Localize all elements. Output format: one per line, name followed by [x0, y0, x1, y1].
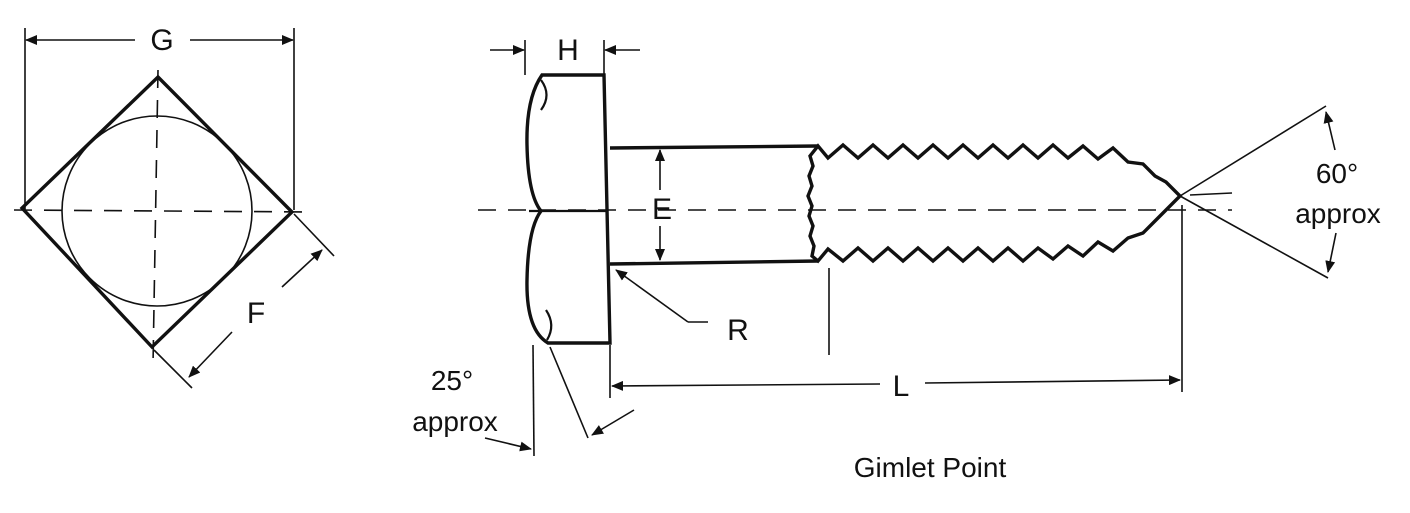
- angle-25-arrow-right: [591, 409, 635, 436]
- f-label: F: [247, 297, 265, 330]
- drawing-caption: Gimlet Point: [854, 452, 1007, 483]
- e-label: E: [652, 193, 672, 226]
- screw-head: [525, 73, 612, 345]
- l-arrow-left: [611, 380, 881, 391]
- end-view-horizontal-centerline: [13, 209, 313, 213]
- angle-25-arrow-left: [484, 437, 532, 452]
- square-head-outline: [19, 74, 295, 350]
- f-dimension-lower-arrow: [188, 331, 233, 378]
- shank-bottom-edge: [609, 259, 819, 266]
- l-label: L: [893, 370, 910, 403]
- f-extension-top: [293, 213, 335, 257]
- shank-top-edge: [609, 144, 819, 150]
- g-label: G: [150, 24, 173, 57]
- h-label: H: [557, 34, 579, 67]
- point-angle-centerline: [1189, 192, 1233, 196]
- point-angle-upper-line: [1179, 105, 1327, 197]
- angle-25-extension-slant: [549, 346, 589, 439]
- head-chamfer-arc-bottom: [545, 309, 553, 341]
- angle-60-arrow-top: [1323, 111, 1336, 151]
- r-leader-arrow: [615, 269, 689, 323]
- side-view: [478, 40, 1337, 457]
- thread-section: [806, 142, 1183, 264]
- r-label: R: [727, 314, 749, 347]
- angle-25-extension-vertical: [532, 344, 535, 457]
- angle-25-label: 25°: [431, 365, 473, 396]
- angle-60-approx-label: approx: [1295, 198, 1381, 229]
- head-chamfer-arc-top: [540, 79, 548, 111]
- angle-60-label: 60°: [1316, 158, 1358, 189]
- f-extension-bottom: [153, 349, 193, 389]
- angle-25-approx-label: approx: [412, 406, 498, 437]
- end-view-vertical-centerline: [152, 69, 159, 366]
- angle-60-arrow-bottom: [1325, 232, 1337, 273]
- l-arrow-right: [924, 375, 1181, 386]
- end-view: [13, 28, 335, 389]
- f-dimension-upper-arrow: [281, 249, 323, 288]
- point-angle-lower-line: [1179, 195, 1329, 279]
